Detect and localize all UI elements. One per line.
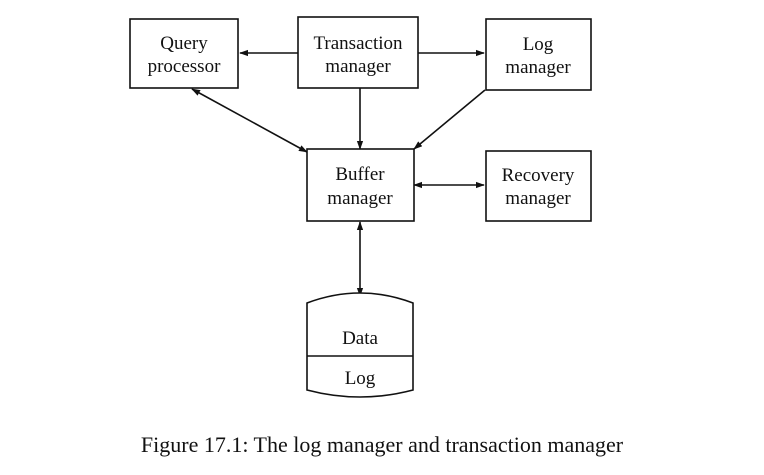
- query-processor-node: Query processor: [129, 18, 239, 89]
- edge-log-to-buffer: [413, 89, 486, 150]
- storage-cylinder: Data Log: [306, 292, 414, 398]
- recovery-manager-label-line1: Recovery: [502, 165, 575, 186]
- buffer-manager-node: Buffer manager: [306, 148, 415, 222]
- query-processor-label-line2: processor: [148, 56, 221, 77]
- transaction-manager-label-line1: Transaction: [313, 33, 403, 54]
- edge-query-buffer-bidirectional: [191, 88, 308, 153]
- buffer-manager-label-line2: manager: [327, 188, 393, 209]
- transaction-manager-label-line2: manager: [325, 56, 391, 77]
- recovery-manager-label-line2: manager: [505, 188, 571, 209]
- storage-data-label: Data: [342, 328, 378, 349]
- transaction-manager-node: Transaction manager: [297, 16, 419, 89]
- log-manager-label-line2: manager: [505, 57, 571, 78]
- log-manager-node: Log manager: [485, 18, 592, 91]
- figure-caption: Figure 17.1: The log manager and transac…: [140, 432, 624, 457]
- storage-log-label: Log: [345, 368, 376, 389]
- recovery-manager-node: Recovery manager: [485, 150, 592, 222]
- buffer-manager-label-line1: Buffer: [335, 164, 385, 185]
- query-processor-label-line1: Query: [160, 33, 208, 54]
- log-manager-label-line1: Log: [523, 34, 554, 55]
